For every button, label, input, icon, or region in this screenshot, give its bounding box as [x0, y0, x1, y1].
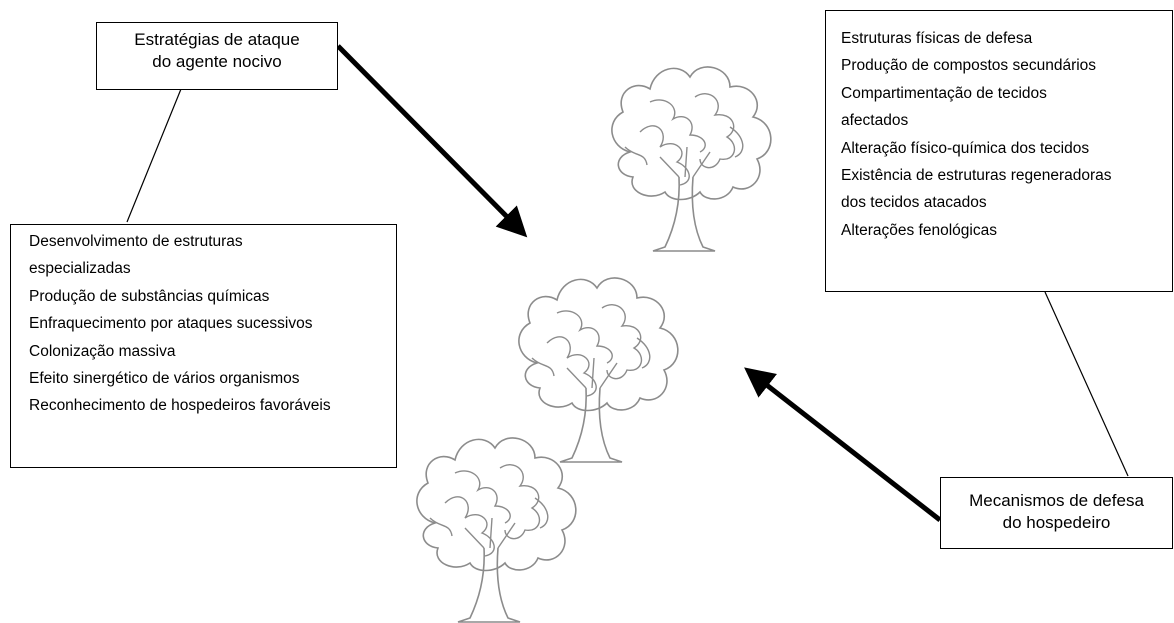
defense-list-item: Compartimentação de tecidos — [841, 84, 1047, 102]
attack-strategies-title-box: Estratégias de ataque do agente nocivo — [96, 22, 338, 90]
defense-list-item: Existência de estruturas regeneradoras — [841, 166, 1112, 184]
tree-icon — [518, 277, 679, 463]
attack-connector-line — [126, 88, 182, 223]
tree-icon — [416, 437, 577, 623]
attack-list-item: Reconhecimento de hospedeiros favoráveis — [29, 397, 331, 415]
attack-title-line2: do agente nocivo — [152, 52, 282, 71]
attack-list-item: Desenvolvimento de estruturas — [29, 233, 243, 250]
attack-list-item: Colonização massiva — [29, 342, 176, 360]
defense-list-item: Estruturas físicas de defesa — [841, 30, 1033, 47]
attack-list-item: Produção de substâncias químicas — [29, 287, 270, 305]
attack-arrow — [336, 44, 528, 238]
attack-list-item: Enfraquecimento por ataques sucessivos — [29, 315, 313, 333]
attack-strategies-list: Desenvolvimento de estruturas especializ… — [10, 224, 397, 468]
attack-title-line1: Estratégias de ataque — [134, 30, 300, 49]
attack-list-item: Efeito sinergético de vários organismos — [29, 369, 300, 387]
defense-mechanisms-title-box: Mecanismos de defesa do hospedeiro — [940, 477, 1173, 549]
defense-arrow — [744, 367, 942, 522]
defense-connector-line — [1044, 291, 1129, 477]
defense-list-item: Alteração físico-química dos tecidos — [841, 139, 1090, 157]
defense-list-item: dos tecidos atacados — [841, 194, 987, 212]
attack-list-item: especializadas — [29, 260, 131, 278]
tree-icon — [611, 66, 772, 252]
defense-title-line2: do hospedeiro — [1002, 513, 1111, 532]
defense-title-line1: Mecanismos de defesa — [969, 491, 1144, 510]
defense-mechanisms-list: Estruturas físicas de defesa Produção de… — [825, 10, 1173, 292]
defense-list-item: Produção de compostos secundários — [841, 57, 1097, 75]
defense-list-item: afectados — [841, 112, 909, 130]
defense-list-item: Alterações fenológicas — [841, 221, 997, 239]
